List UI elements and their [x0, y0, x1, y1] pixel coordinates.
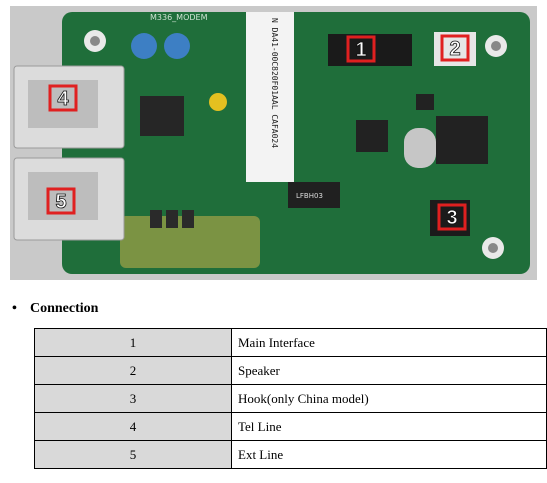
relay-chip [288, 182, 340, 208]
marker-4-label: 4 [57, 88, 69, 110]
bullet-glyph: • [12, 301, 17, 316]
mounting-hole-top-right [485, 35, 507, 57]
row-description: Hook(only China model) [231, 384, 547, 413]
marker-1: 1 [346, 35, 376, 63]
controller-chip [356, 120, 388, 152]
marker-5: 5 [46, 187, 76, 215]
mounting-hole-top-left [84, 30, 106, 52]
row-number: 5 [34, 440, 232, 469]
crystal-oscillator [404, 128, 436, 168]
row-number: 1 [34, 328, 232, 357]
serial-label-sticker [246, 12, 294, 182]
tel-line-jack-opening [28, 80, 98, 128]
row-description: Main Interface [231, 328, 547, 357]
marker-1-label: 1 [355, 39, 366, 61]
row-description: Ext Line [231, 440, 547, 469]
row-number: 4 [34, 412, 232, 441]
smd-component-3 [182, 210, 194, 228]
transformer [140, 96, 184, 136]
serial-code-text: N DA41-00C820F01AAL CAFA024 [270, 18, 279, 148]
marker-3-label: 3 [446, 207, 457, 229]
table-row: 1 Main Interface [34, 328, 547, 357]
connection-title: Connection [30, 301, 99, 316]
table-row: 2 Speaker [34, 356, 547, 385]
table-row: 4 Tel Line [34, 412, 547, 441]
modem-board-photo: N DA41-00C820F01AAL CAFA024 M336_MODEM L… [10, 6, 537, 280]
smd-component-2 [166, 210, 178, 228]
mounting-hole-bottom-right [482, 237, 504, 259]
marker-2: 2 [440, 34, 470, 62]
connection-heading: • Connection [12, 301, 98, 317]
relay-chip-text: LFBH03 [296, 192, 323, 200]
silkscreen-model-text: M336_MODEM [150, 13, 208, 22]
table-row: 3 Hook(only China model) [34, 384, 547, 413]
row-number: 3 [34, 384, 232, 413]
connection-table: 1 Main Interface 2 Speaker 3 Hook(only C… [34, 328, 547, 469]
pcb-gold-area [120, 216, 260, 268]
small-chip [416, 94, 434, 110]
dsp-chip [436, 116, 488, 164]
smd-component-1 [150, 210, 162, 228]
pcb-board [62, 12, 530, 274]
marker-2-label: 2 [449, 38, 460, 60]
row-description: Tel Line [231, 412, 547, 441]
row-description: Speaker [231, 356, 547, 385]
table-row: 5 Ext Line [34, 440, 547, 469]
yellow-capacitor [209, 93, 227, 111]
marker-5-label: 5 [55, 191, 66, 213]
marker-3: 3 [437, 203, 467, 231]
blue-capacitor-2 [164, 33, 190, 59]
row-number: 2 [34, 356, 232, 385]
marker-4: 4 [48, 84, 78, 112]
blue-capacitor-1 [131, 33, 157, 59]
